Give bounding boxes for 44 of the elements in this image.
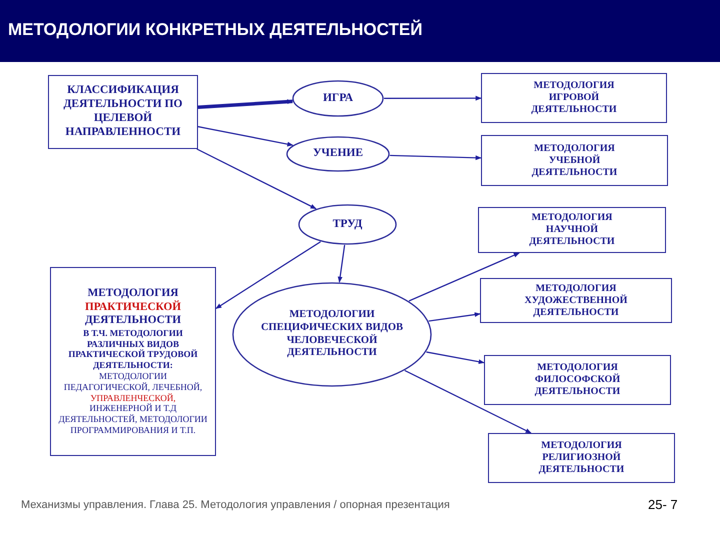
process-box xyxy=(481,135,668,186)
process-box xyxy=(481,73,667,123)
node-text: МЕТОДОЛОГИЯ ИГРОВОЙ ДЕЯТЕЛЬНОСТИ xyxy=(530,80,618,116)
arrow xyxy=(404,370,532,434)
process-box xyxy=(488,433,675,483)
arrow xyxy=(426,351,485,364)
arrow xyxy=(384,96,482,101)
process-box xyxy=(478,207,666,253)
node-text: МЕТОДОЛОГИЯ РЕЛИГИОЗНОЙ ДЕЯТЕЛЬНОСТИ xyxy=(538,440,626,476)
process-box xyxy=(484,355,671,405)
slide-title: МЕТОДОЛОГИИ КОНКРЕТНЫХ ДЕЯТЕЛЬНОСТЕЙ xyxy=(8,20,422,40)
node-text: ПРАКТИЧЕСКОЙ xyxy=(85,300,181,314)
arrow xyxy=(198,99,294,110)
footer-caption: Механизмы управления. Глава 25. Методология управления / опорная презентация xyxy=(21,499,450,511)
ellipse-node xyxy=(292,80,384,117)
ellipse-node xyxy=(298,204,397,245)
node-text: КЛАССИФИКАЦИЯ ДЕЯТЕЛЬНОСТИ ПО ЦЕЛЕВОЙ НАПРАВЛЕННОСТИ xyxy=(62,84,184,140)
ellipse-node xyxy=(286,136,390,172)
node-text: МЕТОДОЛОГИИ СПЕЦИФИЧЕСКИХ ВИДОВ ЧЕЛОВЕЧЕСКОЙ ДЕЯТЕЛЬНОСТИ xyxy=(260,309,404,360)
process-box xyxy=(480,278,672,323)
node-text: УПРАВЛЕНЧЕСКОЙ, xyxy=(90,392,176,403)
page-number: 25- 7 xyxy=(648,497,678,512)
node-text: ИГРА xyxy=(322,92,354,106)
arrow xyxy=(390,154,482,160)
arrow xyxy=(198,126,294,146)
node-text: МЕТОДОЛОГИИ ПЕДАГОГИЧЕСКОЙ, ЛЕЧЕБНОЙ, xyxy=(62,370,204,393)
node-text: ДЕЯТЕЛЬНОСТИ xyxy=(84,314,182,328)
arrow xyxy=(428,312,481,322)
ellipse-node xyxy=(232,282,432,387)
node-text: МЕТОДОЛОГИЯ xyxy=(88,287,178,300)
arrow xyxy=(216,241,321,309)
node-text: МЕТОДОЛОГИЯ УЧЕБНОЙ ДЕЯТЕЛЬНОСТИ xyxy=(530,142,618,178)
arrow xyxy=(196,148,316,210)
node-text: В Т.Ч. МЕТОДОЛОГИИ РАЗЛИЧНЫХ ВИДОВ ПРАКТИЧЕСКОЙ ТРУДОВОЙ ДЕЯТЕЛЬНОСТИ: xyxy=(67,328,199,371)
node-text: МЕТОДОЛОГИЯ ФИЛОСОФСКОЙ ДЕЯТЕЛЬНОСТИ xyxy=(534,362,622,398)
node-text: ТРУД xyxy=(332,218,362,232)
node-text: МЕТОДОЛОГИЯ ХУДОЖЕСТВЕННОЙ ДЕЯТЕЛЬНОСТИ xyxy=(524,282,628,318)
node-text: МЕТОДОЛОГИЯ НАУЧНОЙ ДЕЯТЕЛЬНОСТИ xyxy=(528,212,616,248)
process-box xyxy=(50,267,216,456)
process-box xyxy=(48,75,198,149)
arrow xyxy=(408,252,520,302)
node-text: УЧЕНИЕ xyxy=(312,147,364,161)
node-text: ИНЖЕНЕРНОЙ И Т.Д ДЕЯТЕЛЬНОСТЕЙ, МЕТОДОЛОГИИ ПРОГРАММИРОВАНИЯ И Т.П. xyxy=(58,403,208,436)
arrow xyxy=(338,244,346,283)
